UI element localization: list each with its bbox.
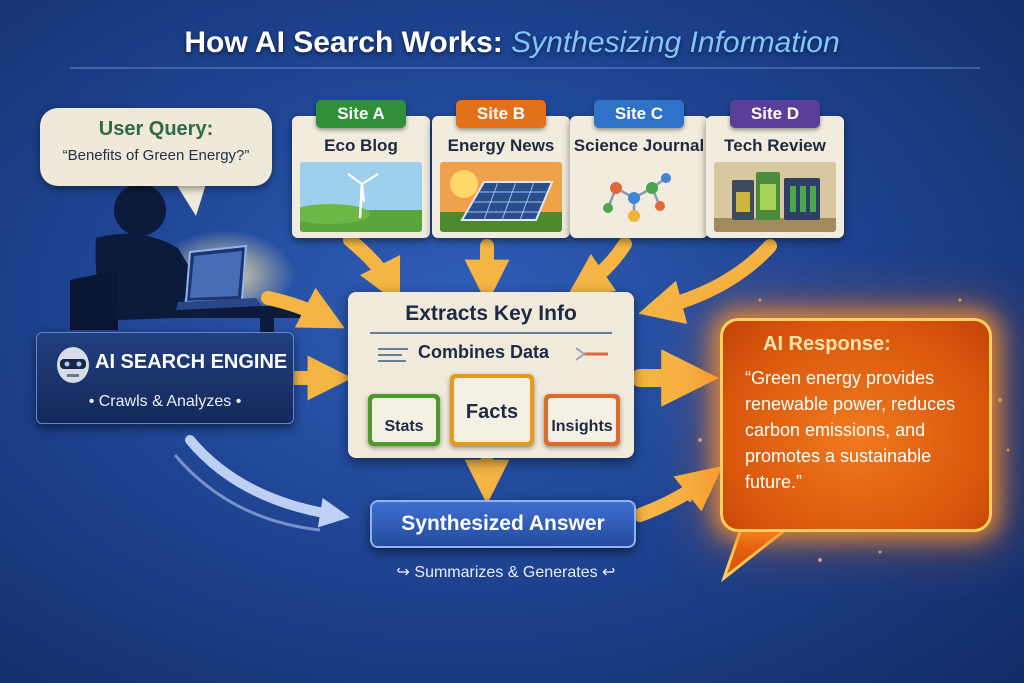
answer-sub: ↪ Summarizes & Generates ↩ — [396, 564, 616, 581]
stats-card: Stats — [368, 394, 440, 446]
stats-label: Stats — [384, 418, 424, 435]
merge-arrow-icon — [576, 347, 608, 361]
user-silhouette-icon — [70, 184, 305, 358]
site-tab: Site D — [730, 100, 820, 128]
molecule-icon — [578, 162, 700, 232]
insights-card: Insights — [544, 394, 620, 446]
ai-response-label: AI Response: — [763, 333, 891, 355]
insights-label: Insights — [551, 418, 613, 435]
extract-info-box: Extracts Key Info Combines Data Stats Fa… — [348, 292, 634, 458]
engine-sub-text: Crawls & Analyzes — [98, 393, 232, 410]
site-tab: Site B — [456, 100, 546, 128]
engine-sub: • Crawls & Analyzes • — [88, 393, 242, 410]
site-card-c: Site C Science Journal — [570, 100, 708, 238]
site-card-d: Site D Tech Review — [706, 100, 844, 238]
solar-panel-icon — [440, 162, 562, 232]
engine-label: AI SEARCH ENGINE — [95, 351, 288, 373]
user-query-label: User Query: — [98, 118, 214, 140]
robot-head-icon — [57, 347, 89, 383]
arrow-user-to-center — [261, 287, 345, 329]
site-card-a: Site A Eco Blog — [292, 100, 430, 238]
facts-card: Facts — [450, 374, 534, 446]
site-card-b: Site B Energy News — [432, 100, 570, 238]
site-name: Tech Review — [724, 136, 826, 155]
ai-response-text: “Green energy provides renewable power, … — [745, 368, 956, 492]
page-title: How AI Search Works: Synthesizing Inform… — [0, 26, 1024, 60]
site-name: Science Journal — [573, 136, 705, 155]
ai-search-engine-box: AI SEARCH ENGINE • Crawls & Analyzes • — [36, 332, 294, 424]
combine-label: Combines Data — [418, 342, 550, 362]
arrow-answer-to-response — [633, 466, 723, 522]
arrow-site-d — [638, 239, 777, 325]
text-lines-icon — [378, 348, 408, 362]
facts-label: Facts — [465, 401, 519, 423]
title-main: How AI Search Works: — [184, 26, 503, 59]
user-query-text: “Benefits of Green Energy?” — [62, 147, 250, 164]
title-sub: Synthesizing Information — [511, 26, 840, 59]
site-tab: Site A — [316, 100, 406, 128]
ai-response-bubble: AI Response: “Green energy provides rene… — [720, 318, 992, 532]
extract-title: Extracts Key Info — [405, 302, 577, 325]
extract-divider — [370, 332, 612, 334]
answer-sub-text: Summarizes & Generates — [414, 564, 598, 581]
user-query-bubble: User Query: “Benefits of Green Energy?” — [40, 108, 272, 186]
wind-turbine-icon — [300, 162, 422, 232]
synthesized-answer-box: Synthesized Answer — [370, 500, 636, 548]
site-name: Energy News — [447, 136, 555, 155]
arrow-engine-swoosh — [185, 435, 350, 528]
site-name: Eco Blog — [324, 136, 398, 155]
response-tail — [720, 524, 795, 583]
arrow-site-a — [343, 233, 401, 306]
battery-icon — [714, 162, 836, 232]
bubble-tail — [176, 184, 206, 216]
site-tab: Site C — [594, 100, 684, 128]
arrow-site-c — [566, 237, 632, 298]
